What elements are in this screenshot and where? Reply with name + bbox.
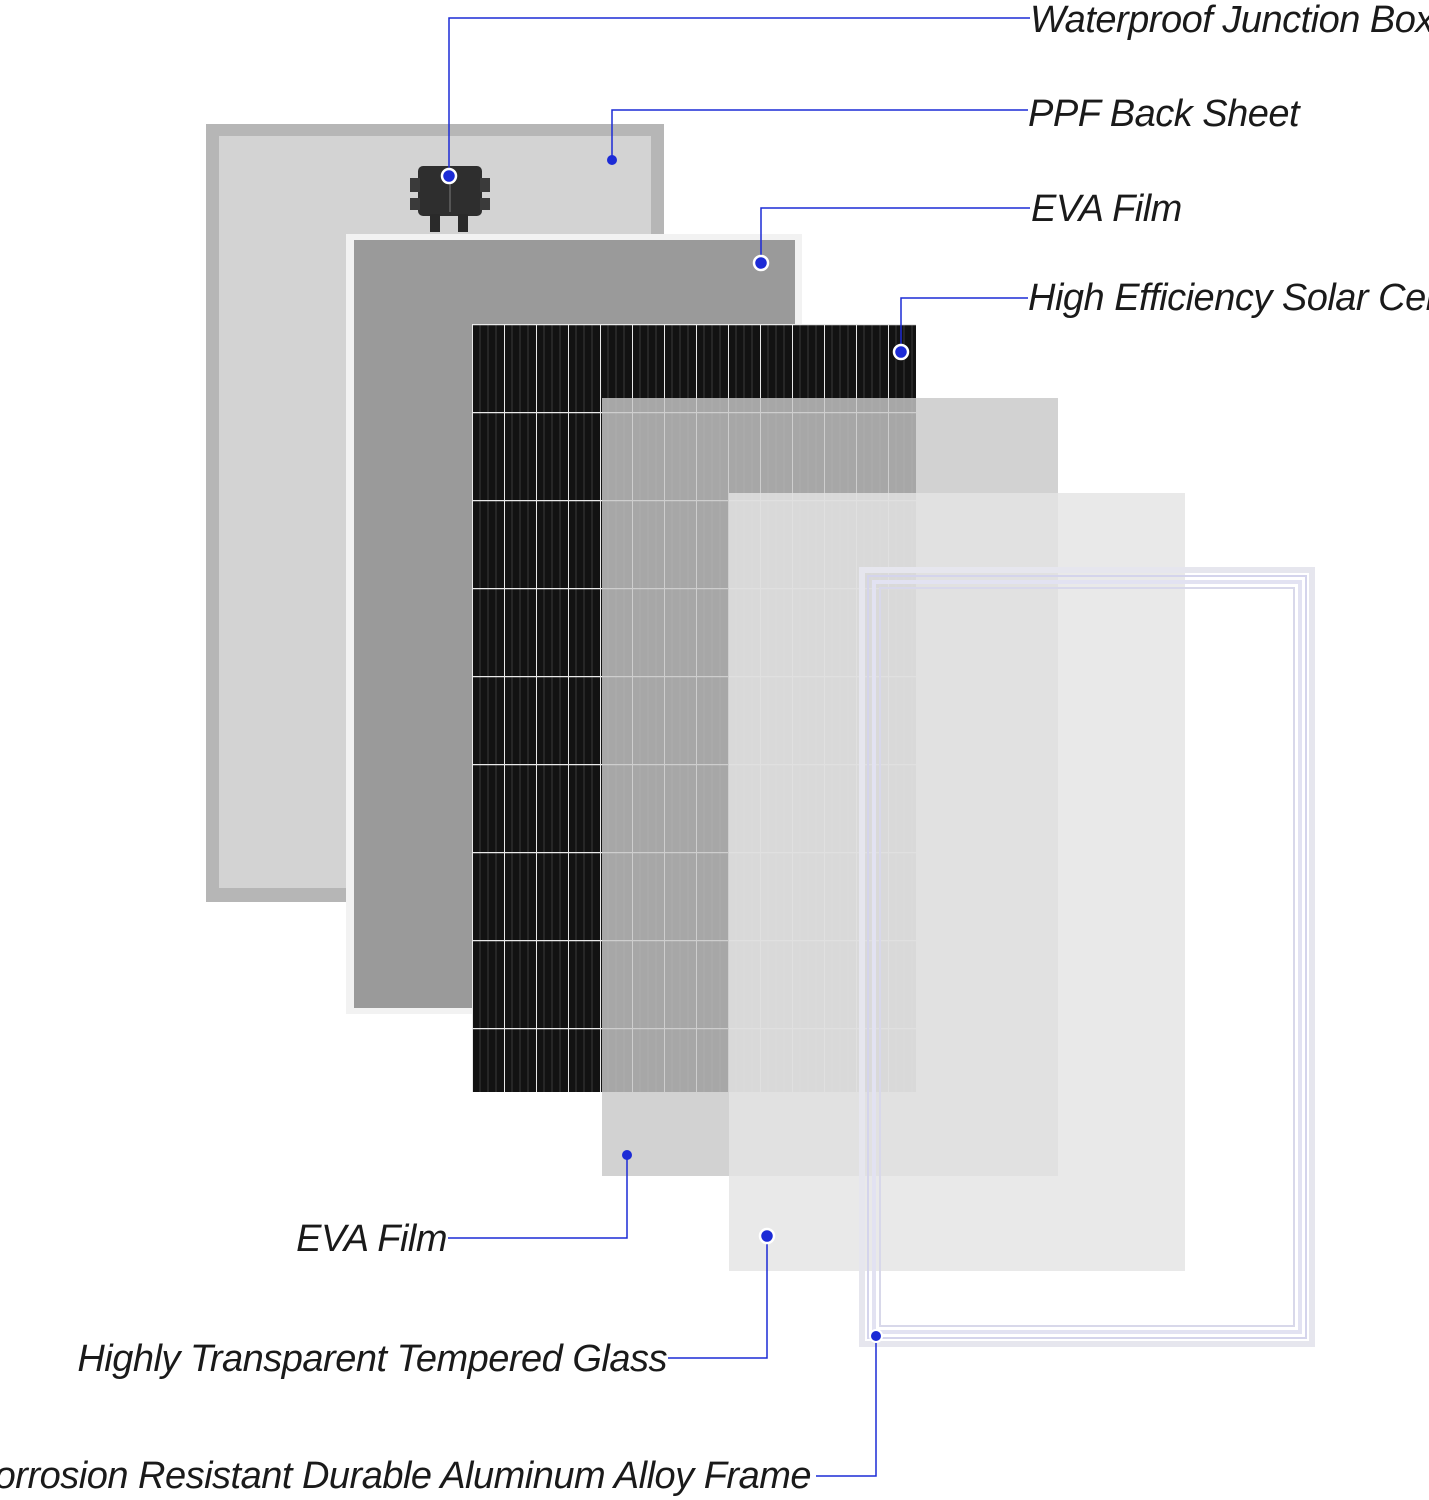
leader-line-solar-cell xyxy=(900,297,1028,352)
marker-dot-frame xyxy=(869,1329,883,1343)
leader-line-eva-bottom xyxy=(448,1155,628,1239)
marker-dot-eva-bottom xyxy=(622,1150,632,1160)
marker-dot-junction-box xyxy=(440,167,458,185)
junction-box-icon xyxy=(410,166,490,232)
marker-dot-eva-top xyxy=(752,254,770,272)
leader-line-frame xyxy=(816,1336,877,1477)
label-junction-box: Waterproof Junction Box xyxy=(1030,0,1429,41)
leader-line-eva-top xyxy=(760,207,1030,263)
marker-dot-glass xyxy=(758,1227,776,1245)
label-aluminum-frame: Corrosion Resistant Durable Aluminum All… xyxy=(0,1455,812,1497)
label-eva-film-top: EVA Film xyxy=(1031,188,1182,230)
leader-line-back-sheet xyxy=(611,109,1028,160)
label-eva-film-bottom: EVA Film xyxy=(296,1218,447,1260)
aluminum-frame-layer xyxy=(859,567,1315,1347)
tempered-glass-layer xyxy=(729,493,1185,1271)
marker-dot-back-sheet xyxy=(607,155,617,165)
marker-dot-solar-cell xyxy=(892,343,910,361)
leader-line-glass xyxy=(668,1236,768,1359)
leader-lines xyxy=(448,17,1030,1477)
label-back-sheet: PPF Back Sheet xyxy=(1028,93,1300,135)
marker-dots xyxy=(440,155,910,1343)
label-tempered-glass: Highly Transparent Tempered Glass xyxy=(77,1338,667,1380)
leader-line-junction-box xyxy=(448,17,1030,176)
label-solar-cell: High Efficiency Solar Cell xyxy=(1028,277,1429,319)
